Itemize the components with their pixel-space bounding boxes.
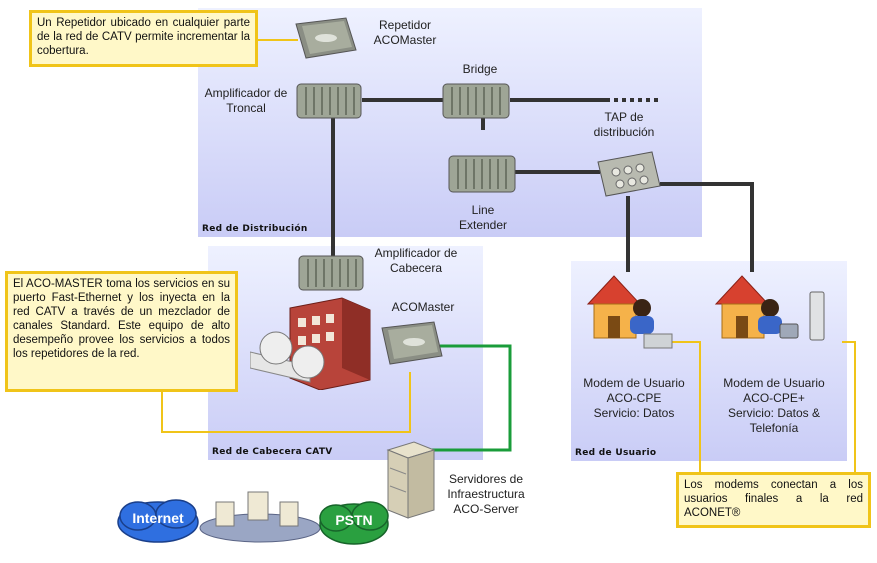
repeater-note: Un Repetidor ubicado en cualquier parte … bbox=[29, 10, 258, 67]
modem-cpe-plus-label: Modem de Usuario ACO-CPE+ Servicio: Dato… bbox=[723, 376, 825, 435]
acomaster-label: ACOMaster bbox=[391, 300, 455, 314]
bridge-label: Bridge bbox=[462, 62, 498, 76]
repeater-label: Repetidor ACOMaster bbox=[373, 18, 437, 47]
modem-cpe-label: Modem de Usuario ACO-CPE Servicio: Datos bbox=[583, 376, 685, 420]
tap-icon bbox=[597, 151, 661, 197]
headend-zone-label: Red de Cabecera CATV bbox=[212, 447, 333, 457]
trunk-amplifier-label: Amplificador de Troncal bbox=[204, 86, 288, 115]
acomaster-device-icon bbox=[381, 321, 443, 365]
internet-cloud-icon bbox=[117, 499, 199, 543]
server-cluster-icon bbox=[199, 491, 321, 543]
pstn-label: PSTN bbox=[335, 512, 373, 528]
headend-building-icon bbox=[250, 297, 371, 390]
server-rack-icon bbox=[386, 441, 436, 519]
tap-label: TAP de distribución bbox=[593, 110, 655, 139]
headend-amplifier-icon bbox=[298, 255, 364, 291]
pstn-cloud-icon bbox=[319, 501, 389, 545]
distribution-zone-label: Red de Distribución bbox=[202, 224, 308, 234]
internet-label: Internet bbox=[132, 510, 184, 526]
modems-note: Los modems conectan a los usuarios final… bbox=[676, 472, 871, 528]
trunk-amplifier-icon bbox=[296, 83, 362, 119]
servers-label: Servidores de Infraestructura ACO-Server bbox=[447, 472, 525, 516]
line-extender-label: Line Extender bbox=[458, 203, 508, 232]
bridge-icon bbox=[442, 83, 510, 119]
acomaster-note: El ACO-MASTER toma los servicios en su p… bbox=[5, 271, 238, 392]
user-house-cpe-icon bbox=[586, 275, 673, 349]
headend-amplifier-label: Amplificador de Cabecera bbox=[374, 246, 458, 275]
user-house-cpe-plus-icon bbox=[714, 275, 825, 341]
line-extender-icon bbox=[448, 155, 516, 193]
repeater-device-icon bbox=[295, 17, 357, 59]
distribution-zone bbox=[198, 8, 702, 237]
user-zone-label: Red de Usuario bbox=[575, 448, 657, 458]
